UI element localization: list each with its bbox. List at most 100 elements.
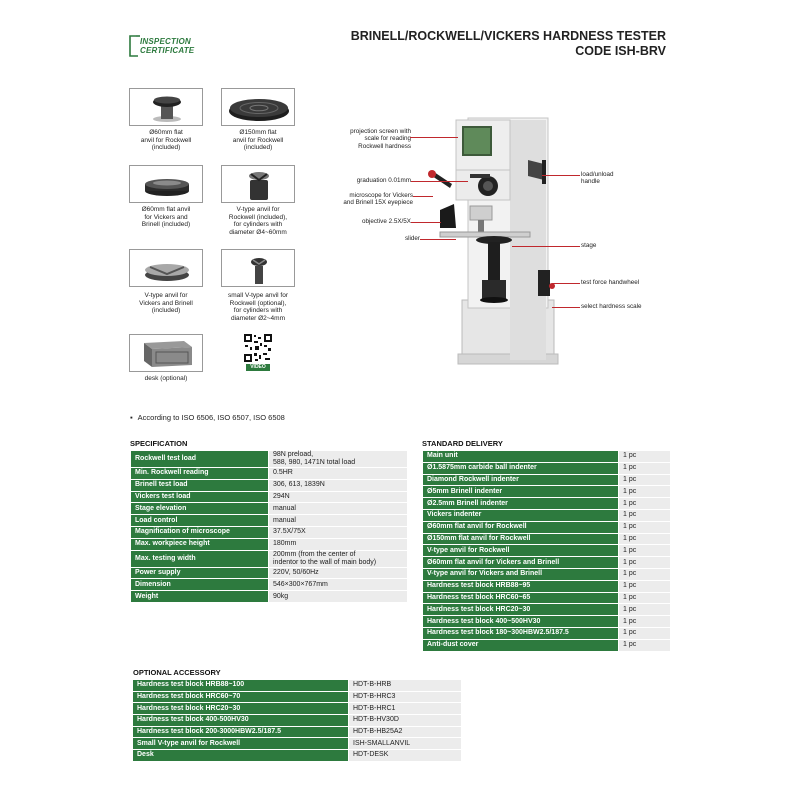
row-label: Ø60mm flat anvil for Vickers and Brinell <box>422 556 619 569</box>
callout-stage: stage <box>581 242 597 249</box>
row-value: 306, 613, 1839N <box>268 478 408 492</box>
row-value: 1 pc <box>618 603 671 617</box>
callout-line <box>420 239 456 240</box>
row-label: Ø2.5mm Brinell indenter <box>422 497 619 510</box>
callout-slider: slider <box>404 235 420 242</box>
row-label: Ø60mm flat anvil for Rockwell <box>422 520 619 534</box>
row-label: Hardness test block HRC20~30 <box>422 603 619 617</box>
row-label: Weight <box>130 590 269 603</box>
callout-line <box>410 137 458 138</box>
row-label: Small V-type anvil for Rockwell <box>132 737 349 751</box>
small-v-anvil-icon <box>251 258 267 284</box>
row-value: 1 pc <box>618 556 671 569</box>
row-value: HDT-B-HV30D <box>348 714 462 727</box>
row-value: 1 pc <box>618 461 671 475</box>
row-value: HDT-B-HRC1 <box>348 702 462 716</box>
row-value: 1 pc <box>618 497 671 510</box>
row-value: manual <box>268 514 408 527</box>
accessory-image-flat-anvil-vickers <box>129 165 203 203</box>
row-label: Magnification of microscope <box>130 525 269 539</box>
row-value: 1 pc <box>618 532 671 546</box>
row-value: 546×300×767mm <box>268 578 408 592</box>
row-label: Main unit <box>422 450 619 463</box>
row-value: 1 pc <box>618 626 671 640</box>
row-label: Rockwell test load <box>130 450 269 468</box>
accessory-image-flat-anvil <box>129 88 203 126</box>
row-label: Hardness test block 400~500HV30 <box>422 615 619 628</box>
row-label: Dimension <box>130 578 269 592</box>
logo-line-1: INSPECTION <box>140 37 191 46</box>
inspection-certificate-logo: INSPECTION CERTIFICATE <box>128 34 208 58</box>
row-label: Max. workpiece height <box>130 537 269 551</box>
hardness-tester-illustration <box>410 110 580 370</box>
row-value: 1 pc <box>618 591 671 605</box>
v-type-anvil-icon <box>249 172 269 200</box>
row-value: HDT-B-HB25A2 <box>348 725 462 739</box>
row-label: Max. testing width <box>130 549 269 568</box>
certificate-badge-icon <box>129 35 140 57</box>
row-label: Diamond Rockwell indenter <box>422 473 619 487</box>
row-label: Hardness test block 200-3000HBW2.5/187.5 <box>132 725 349 739</box>
row-label: Min. Rockwell reading <box>130 467 269 480</box>
callout-line <box>413 196 433 197</box>
standards-note: According to ISO 6506, ISO 6507, ISO 650… <box>130 413 285 422</box>
row-value: 1 pc <box>618 485 671 499</box>
callout-line <box>552 307 580 308</box>
accessory-caption: desk (optional) <box>144 375 188 382</box>
row-value: 1 pc <box>618 508 671 522</box>
logo-text: INSPECTION CERTIFICATE <box>140 37 194 55</box>
callout-line <box>411 222 441 223</box>
row-value: 1 pc <box>618 544 671 558</box>
row-value: 1 pc <box>618 473 671 487</box>
row-label: Power supply <box>130 566 269 580</box>
row-label: Brinell test load <box>130 478 269 492</box>
specification-heading: SPECIFICATION <box>130 439 188 448</box>
callout-graduation: graduation 0.01mm <box>356 177 411 184</box>
callout-objective: objective 2.5X/5X <box>361 218 411 225</box>
row-value: 1 pc <box>618 520 671 534</box>
callout-line <box>512 246 580 247</box>
large-flat-anvil-icon <box>229 99 289 121</box>
callout-handwheel: test force handwheel <box>581 279 640 286</box>
row-label: Stage elevation <box>130 502 269 516</box>
optional-row: Hardness test block 200-3000HBW2.5/187.5… <box>132 725 462 739</box>
row-label: Vickers indenter <box>422 508 619 522</box>
row-value: ISH-SMALLANVIL <box>348 737 462 751</box>
row-label: Hardness test block HRC60~65 <box>422 591 619 605</box>
video-qr-code[interactable] <box>243 333 273 363</box>
row-value: 37.5X/75X <box>268 525 408 539</box>
row-value: 1 pc <box>618 615 671 628</box>
product-name: BRINELL/ROCKWELL/VICKERS HARDNESS TESTER <box>350 29 666 43</box>
row-label: Ø5mm Brinell indenter <box>422 485 619 499</box>
row-label: Hardness test block HRB88~95 <box>422 579 619 593</box>
hardness-tester-icon <box>428 117 559 365</box>
